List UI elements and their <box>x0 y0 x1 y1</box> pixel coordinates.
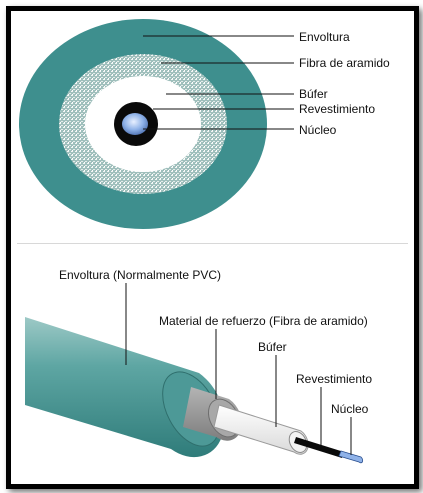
core-body <box>338 450 364 464</box>
panel-divider <box>17 243 408 244</box>
label-strength: Material de refuerzo (Fibra de aramido) <box>159 314 368 328</box>
label-cladding: Revestimiento <box>299 102 375 116</box>
label-cladding: Revestimiento <box>296 372 372 386</box>
core-dot <box>122 113 148 135</box>
label-buffer: Búfer <box>258 340 287 354</box>
cross-section-diagram: Envoltura Fibra de aramido Búfer Revesti… <box>19 19 390 229</box>
longitudinal-diagram: Envoltura (Normalmente PVC) Material de … <box>25 268 372 464</box>
label-jacket: Envoltura <box>299 30 350 44</box>
label-aramid: Fibra de aramido <box>299 56 390 70</box>
label-jacket: Envoltura (Normalmente PVC) <box>59 268 221 282</box>
label-buffer: Búfer <box>299 87 328 101</box>
longitudinal-panel: Envoltura (Normalmente PVC) Material de … <box>11 247 414 484</box>
label-core: Núcleo <box>299 123 337 137</box>
cross-section-panel: Envoltura Fibra de aramido Búfer Revesti… <box>11 11 414 241</box>
label-core: Núcleo <box>331 402 369 416</box>
cladding-body <box>294 437 344 458</box>
figure-frame: Envoltura Fibra de aramido Búfer Revesti… <box>6 6 419 489</box>
buffer-body <box>213 404 309 455</box>
